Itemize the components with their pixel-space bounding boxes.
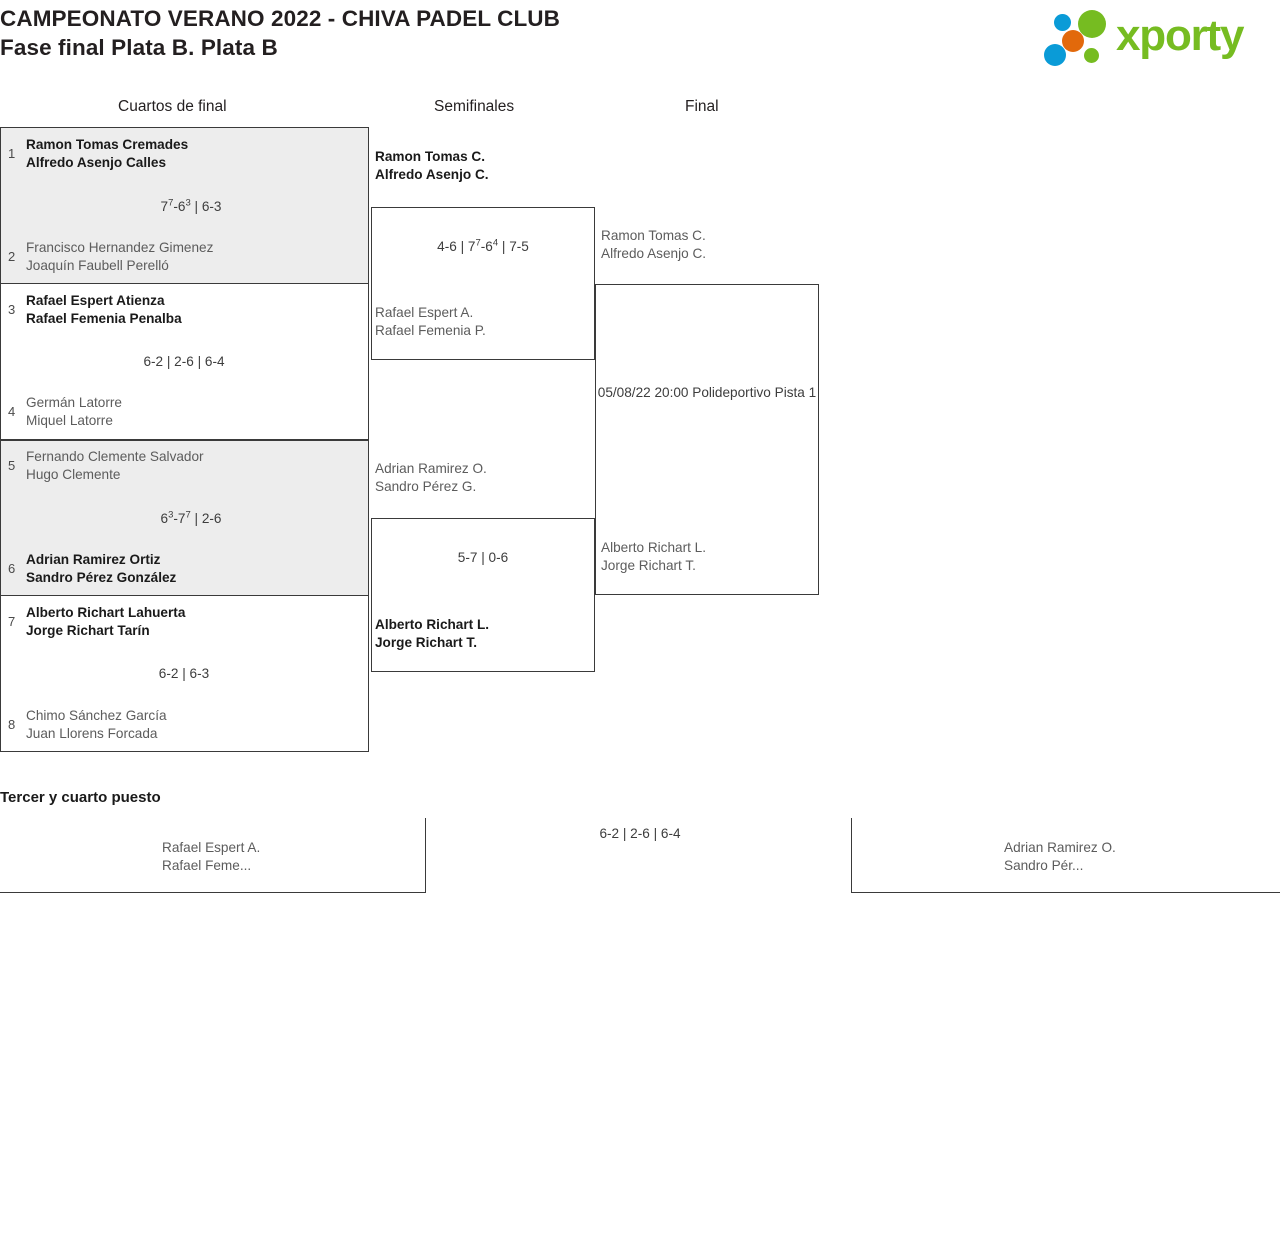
- qf-match-4-score: 6-2 | 6-3: [158, 666, 210, 681]
- sf-match-1-score: 4-6 | 77-64 | 7-5: [437, 237, 529, 254]
- player-name: Rafael Espert Atienza: [26, 293, 165, 308]
- qf-match-2-top-team: Rafael Espert Atienza Rafael Femenia Pen…: [26, 292, 182, 329]
- sf-match-1-top-team: Ramon Tomas C. Alfredo Asenjo C.: [375, 148, 489, 185]
- player-name: Juan Llorens Forcada: [26, 726, 158, 742]
- player-name: Jorge Richart T.: [601, 558, 696, 574]
- qf-match-3-top-team: Fernando Clemente Salvador Hugo Clemente: [26, 448, 204, 485]
- title-line-1: CAMPEONATO VERANO 2022 - CHIVA PADEL CLU…: [0, 6, 561, 31]
- third-place-title: Tercer y cuarto puesto: [0, 789, 161, 806]
- qf-match-4-top-seed: 7: [8, 614, 16, 629]
- qf-match-1-shading: [1, 128, 368, 283]
- qf-match-2-bottom-team: Germán Latorre Miquel Latorre: [26, 394, 122, 431]
- player-name: Ramon Tomas Cremades: [26, 137, 189, 152]
- logo-dots-icon: [1040, 8, 1114, 66]
- player-name: Ramon Tomas C.: [601, 228, 706, 243]
- sf-match-1[interactable]: [371, 207, 595, 360]
- qf-match-1-bottom-seed: 2: [8, 249, 16, 264]
- qf-match-4-bottom-seed: 8: [8, 717, 16, 732]
- round-header-quarterfinals: Cuartos de final: [118, 98, 227, 115]
- player-name: Rafael Espert A.: [162, 840, 261, 855]
- logo-dot-blue-large: [1044, 44, 1066, 66]
- qf-match-3-shading: [1, 441, 368, 595]
- third-place-left-team: Rafael Espert A. Rafael Feme...: [162, 839, 260, 876]
- player-name: Chimo Sánchez García: [26, 708, 167, 723]
- player-name: Alberto Richart Lahuerta: [26, 605, 186, 620]
- player-name: Joaquín Faubell Perelló: [26, 258, 169, 274]
- round-header-final: Final: [685, 98, 719, 115]
- sf-match-2-top-team: Adrian Ramirez O. Sandro Pérez G.: [375, 460, 487, 497]
- xporty-logo[interactable]: xporty: [1040, 8, 1272, 66]
- page-header: CAMPEONATO VERANO 2022 - CHIVA PADEL CLU…: [0, 0, 1280, 80]
- third-place-score: 6-2 | 2-6 | 6-4: [599, 826, 681, 841]
- qf-match-1-top-team: Ramon Tomas Cremades Alfredo Asenjo Call…: [26, 136, 188, 173]
- third-place-right-bottom-edge: [851, 892, 1280, 893]
- qf-match-2[interactable]: [0, 283, 369, 440]
- player-name: Sandro Pérez G.: [375, 479, 477, 495]
- player-name: Adrian Ramirez O.: [375, 461, 487, 476]
- player-name: Miquel Latorre: [26, 413, 113, 429]
- title-line-2: Fase final Plata B. Plata B: [0, 35, 278, 60]
- qf-match-4-top-team: Alberto Richart Lahuerta Jorge Richart T…: [26, 604, 185, 641]
- player-name: Hugo Clemente: [26, 467, 121, 483]
- qf-match-2-bottom-seed: 4: [8, 404, 16, 419]
- page-title: CAMPEONATO VERANO 2022 - CHIVA PADEL CLU…: [0, 4, 560, 62]
- player-name: Rafael Femenia Penalba: [26, 311, 182, 327]
- player-name: Jorge Richart T.: [375, 635, 477, 651]
- qf-match-1-score: 77-63 | 6-3: [160, 197, 222, 214]
- logo-wordmark: xporty: [1116, 11, 1244, 60]
- round-header-semifinals: Semifinales: [434, 98, 515, 115]
- player-name: Ramon Tomas C.: [375, 149, 486, 164]
- qf-match-4-bottom-team: Chimo Sánchez García Juan Llorens Forcad…: [26, 707, 167, 744]
- player-name: Adrian Ramirez O.: [1004, 840, 1116, 855]
- qf-match-3-bottom-team: Adrian Ramirez Ortiz Sandro Pérez Gonzál…: [26, 551, 176, 588]
- logo-dot-orange: [1062, 30, 1084, 52]
- logo-dot-blue-small: [1054, 14, 1071, 31]
- player-name: Alberto Richart L.: [601, 540, 707, 555]
- player-name: Adrian Ramirez Ortiz: [26, 552, 161, 567]
- sf-match-2[interactable]: [371, 518, 595, 672]
- player-name: Francisco Hernandez Gimenez: [26, 240, 214, 255]
- qf-match-1-bottom-team: Francisco Hernandez Gimenez Joaquín Faub…: [26, 239, 213, 276]
- player-name: Alfredo Asenjo C.: [601, 246, 707, 262]
- player-name: Jorge Richart Tarín: [26, 623, 150, 639]
- qf-match-1-top-seed: 1: [8, 146, 16, 161]
- third-place-right-team: Adrian Ramirez O. Sandro Pér...: [1004, 839, 1116, 876]
- sf-match-2-score: 5-7 | 0-6: [457, 550, 509, 565]
- qf-match-3-score: 63-77 | 2-6: [160, 509, 222, 526]
- player-name: Alfredo Asenjo Calles: [26, 155, 166, 171]
- sf-match-1-bottom-team: Rafael Espert A. Rafael Femenia P.: [375, 304, 486, 341]
- qf-match-2-top-seed: 3: [8, 302, 16, 317]
- logo-dot-green-small: [1084, 48, 1099, 63]
- player-name: Sandro Pérez González: [26, 570, 177, 586]
- qf-match-4[interactable]: [0, 595, 369, 752]
- third-place-left-bottom-edge: [0, 892, 426, 893]
- final-bottom-team: Alberto Richart L. Jorge Richart T.: [601, 539, 706, 576]
- player-name: Fernando Clemente Salvador: [26, 449, 204, 464]
- final-top-team: Ramon Tomas C. Alfredo Asenjo C.: [601, 227, 706, 264]
- third-place-left-vertical-edge: [425, 818, 426, 893]
- player-name: Sandro Pér...: [1004, 858, 1084, 874]
- third-place-right-vertical-edge: [851, 818, 852, 893]
- qf-match-2-score: 6-2 | 2-6 | 6-4: [143, 354, 225, 369]
- player-name: Rafael Espert A.: [375, 305, 474, 320]
- sf-match-2-bottom-team: Alberto Richart L. Jorge Richart T.: [375, 616, 489, 653]
- qf-match-3-bottom-seed: 6: [8, 561, 16, 576]
- final-schedule: 05/08/22 20:00 Polideportivo Pista 1: [595, 383, 819, 402]
- final-schedule-line-2: Pista 1: [774, 385, 817, 400]
- logo-dot-green-large: [1078, 10, 1106, 38]
- player-name: Alberto Richart L.: [375, 617, 490, 632]
- final-match[interactable]: [595, 284, 819, 595]
- final-schedule-line-1: 05/08/22 20:00 Polideportivo: [597, 385, 771, 400]
- player-name: Alfredo Asenjo C.: [375, 167, 489, 183]
- player-name: Germán Latorre: [26, 395, 122, 410]
- player-name: Rafael Feme...: [162, 858, 252, 874]
- qf-match-3-top-seed: 5: [8, 458, 16, 473]
- player-name: Rafael Femenia P.: [375, 323, 486, 339]
